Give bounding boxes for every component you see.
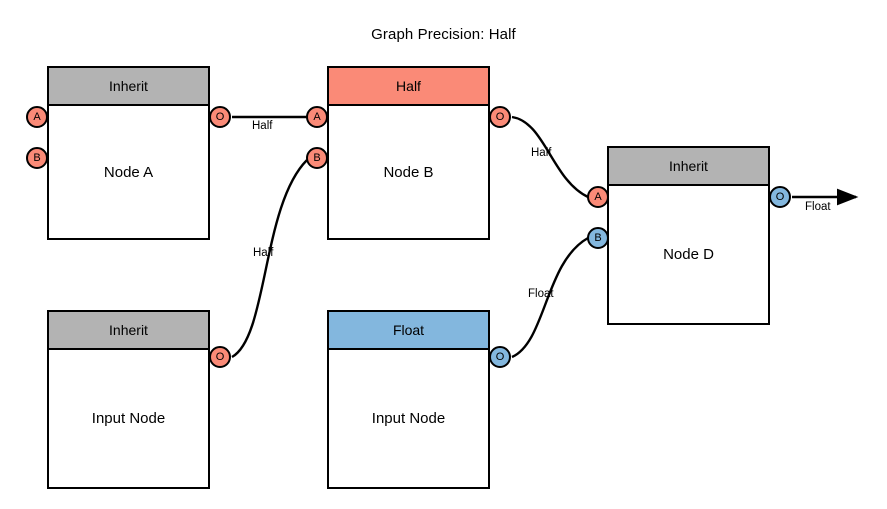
node-a-input-port-b-label: B bbox=[33, 151, 41, 164]
node-a-input-port-a[interactable]: A bbox=[26, 106, 48, 128]
node-d-label: Node D bbox=[663, 246, 714, 263]
node-a-input-port-a-label: A bbox=[33, 110, 41, 123]
input-node-1[interactable]: Inherit Input Node bbox=[47, 310, 210, 489]
node-b-input-port-b[interactable]: B bbox=[306, 147, 328, 169]
input-node-2-body: Input Node bbox=[329, 350, 488, 487]
edge-label-input1-to-b: Half bbox=[253, 247, 274, 259]
input-node-2[interactable]: Float Input Node bbox=[327, 310, 490, 489]
edge-label-a-to-b: Half bbox=[252, 120, 273, 132]
node-a[interactable]: Inherit Node A bbox=[47, 66, 210, 240]
input-node-2-label: Input Node bbox=[371, 410, 446, 427]
edge-path-input2-to-d bbox=[511, 236, 589, 359]
node-a-output-port-o[interactable]: O bbox=[209, 106, 231, 128]
node-b[interactable]: Half Node B bbox=[327, 66, 490, 240]
node-d[interactable]: Inherit Node D bbox=[607, 146, 770, 325]
node-d-header: Inherit bbox=[609, 148, 768, 186]
node-b-input-port-a[interactable]: A bbox=[306, 106, 328, 128]
node-b-output-port-o-label: O bbox=[495, 110, 505, 123]
node-d-input-port-b-label: B bbox=[594, 231, 602, 244]
edge-path-input1-to-b bbox=[231, 159, 308, 359]
input-node-1-output-port-o[interactable]: O bbox=[209, 346, 231, 368]
node-d-body: Node D bbox=[609, 186, 768, 323]
edge-label-b-to-d: Half bbox=[531, 147, 552, 159]
node-a-output-port-o-label: O bbox=[215, 110, 225, 123]
input-node-1-body: Input Node bbox=[49, 350, 208, 487]
input-node-2-output-port-o-label: O bbox=[495, 350, 505, 363]
node-a-header: Inherit bbox=[49, 68, 208, 106]
edge-label-d-output: Float bbox=[805, 201, 831, 213]
edge-path-b-to-d bbox=[511, 115, 589, 199]
edge-label-input2-to-d: Float bbox=[528, 288, 554, 300]
node-a-body: Node A bbox=[49, 106, 208, 238]
node-b-label: Node B bbox=[383, 163, 434, 181]
node-b-input-port-a-label: A bbox=[313, 110, 321, 123]
input-node-2-output-port-o[interactable]: O bbox=[489, 346, 511, 368]
node-d-input-port-b[interactable]: B bbox=[587, 227, 609, 249]
node-d-input-port-a[interactable]: A bbox=[587, 186, 609, 208]
input-node-1-label: Input Node bbox=[91, 410, 166, 427]
node-b-output-port-o[interactable]: O bbox=[489, 106, 511, 128]
input-node-1-output-port-o-label: O bbox=[215, 350, 225, 363]
node-b-header: Half bbox=[329, 68, 488, 106]
input-node-2-header: Float bbox=[329, 312, 488, 350]
node-a-input-port-b[interactable]: B bbox=[26, 147, 48, 169]
node-d-output-port-o-label: O bbox=[775, 190, 785, 203]
node-a-label: Node A bbox=[103, 163, 154, 181]
input-node-1-header: Inherit bbox=[49, 312, 208, 350]
node-d-output-port-o[interactable]: O bbox=[769, 186, 791, 208]
node-b-body: Node B bbox=[329, 106, 488, 238]
page-title: Graph Precision: Half bbox=[371, 26, 516, 43]
node-b-input-port-b-label: B bbox=[313, 151, 321, 164]
node-d-input-port-a-label: A bbox=[594, 190, 602, 203]
